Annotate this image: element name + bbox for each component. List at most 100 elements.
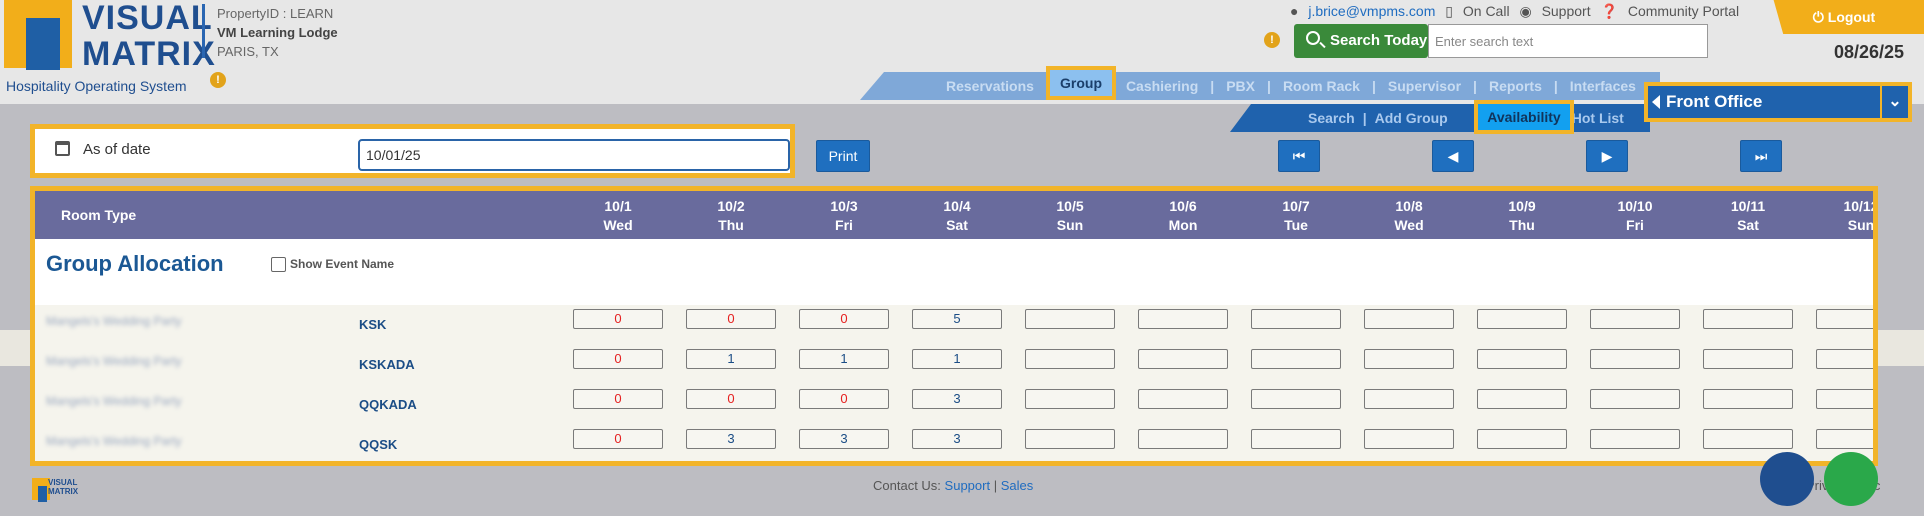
nav-group[interactable]: Group bbox=[1046, 66, 1116, 100]
help-chat-bubble[interactable] bbox=[1760, 452, 1814, 506]
support-link[interactable]: Support bbox=[1541, 3, 1591, 19]
subnav-add-group[interactable]: Add Group bbox=[1374, 110, 1448, 126]
last-page-button[interactable]: ⏭ bbox=[1740, 140, 1782, 172]
column-date: 10/6 bbox=[1169, 198, 1197, 214]
property-city: PARIS, TX bbox=[217, 44, 279, 59]
allocation-cell[interactable] bbox=[1590, 389, 1680, 409]
allocation-cell[interactable] bbox=[1703, 349, 1793, 369]
chat-bubble[interactable] bbox=[1824, 452, 1878, 506]
footer-sales-link[interactable]: Sales bbox=[1000, 478, 1034, 493]
allocation-cell[interactable] bbox=[1251, 309, 1341, 329]
group-name[interactable]: Mangels's Wedding Party bbox=[46, 394, 182, 408]
allocation-cell[interactable]: 0 bbox=[573, 309, 663, 329]
allocation-cell[interactable]: 1 bbox=[912, 349, 1002, 369]
next-page-button[interactable]: ▶ bbox=[1586, 140, 1628, 172]
footer-support-link[interactable]: Support bbox=[944, 478, 991, 493]
calendar-icon bbox=[55, 141, 70, 156]
show-event-name-label: Show Event Name bbox=[290, 257, 395, 271]
group-name[interactable]: Mangels's Wedding Party bbox=[46, 314, 182, 328]
allocation-cell[interactable]: 0 bbox=[799, 389, 889, 409]
logo-divider bbox=[202, 4, 205, 58]
column-date: 10/5 bbox=[1056, 198, 1084, 214]
allocation-cell[interactable] bbox=[1816, 349, 1873, 369]
show-event-name-checkbox[interactable] bbox=[271, 257, 286, 272]
info-icon[interactable]: ! bbox=[1264, 32, 1280, 48]
previous-page-button[interactable]: ◀ bbox=[1432, 140, 1474, 172]
subnav-hot-list[interactable]: Hot List bbox=[1571, 110, 1624, 126]
allocation-cell[interactable]: 0 bbox=[573, 389, 663, 409]
as-of-date-input[interactable] bbox=[358, 139, 790, 171]
allocation-cell[interactable]: 1 bbox=[686, 349, 776, 369]
allocation-cell[interactable] bbox=[1703, 309, 1793, 329]
allocation-cell[interactable] bbox=[1138, 309, 1228, 329]
nav-reservations[interactable]: Reservations bbox=[946, 78, 1034, 94]
allocation-cell[interactable] bbox=[1816, 309, 1873, 329]
subnav-availability[interactable]: Availability bbox=[1474, 100, 1574, 134]
on-call-link[interactable]: On Call bbox=[1462, 3, 1510, 19]
allocation-cell[interactable] bbox=[1138, 429, 1228, 449]
chevron-down-icon[interactable]: ⌄ bbox=[1880, 86, 1908, 118]
subnav-search[interactable]: Search bbox=[1308, 110, 1355, 126]
group-name[interactable]: Mangels's Wedding Party bbox=[46, 434, 182, 448]
allocation-cell[interactable] bbox=[1477, 389, 1567, 409]
allocation-cell[interactable] bbox=[1025, 389, 1115, 409]
user-email-link[interactable]: j.brice@vmpms.com bbox=[1308, 3, 1436, 19]
allocation-cell[interactable] bbox=[1364, 429, 1454, 449]
community-portal-link[interactable]: Community Portal bbox=[1627, 3, 1740, 19]
allocation-cell[interactable] bbox=[1703, 429, 1793, 449]
module-select[interactable]: Front Office ⌄ bbox=[1644, 82, 1912, 122]
as-of-date-panel: As of date bbox=[30, 124, 795, 178]
allocation-cell[interactable]: 0 bbox=[686, 309, 776, 329]
search-input[interactable] bbox=[1428, 24, 1708, 58]
allocation-cell[interactable]: 0 bbox=[573, 349, 663, 369]
allocation-cell[interactable] bbox=[1138, 389, 1228, 409]
allocation-cell[interactable]: 3 bbox=[686, 429, 776, 449]
allocation-cell[interactable] bbox=[1590, 309, 1680, 329]
allocation-cell[interactable] bbox=[1025, 349, 1115, 369]
first-page-button[interactable]: ⏮ bbox=[1278, 140, 1320, 172]
allocation-cell[interactable] bbox=[1364, 349, 1454, 369]
allocation-cell[interactable] bbox=[1477, 349, 1567, 369]
print-button[interactable]: Print bbox=[816, 140, 870, 172]
allocation-cell[interactable] bbox=[1025, 429, 1115, 449]
allocation-cell[interactable]: 3 bbox=[912, 389, 1002, 409]
allocation-cell[interactable] bbox=[1816, 389, 1873, 409]
allocation-cell[interactable] bbox=[1477, 309, 1567, 329]
group-name[interactable]: Mangels's Wedding Party bbox=[46, 354, 182, 368]
allocation-cell[interactable] bbox=[1477, 429, 1567, 449]
footer-contact: Contact Us: Support | Sales bbox=[873, 478, 1033, 493]
allocation-cell[interactable] bbox=[1251, 349, 1341, 369]
skip-back-icon: ⏮ bbox=[1292, 148, 1306, 164]
footer bbox=[0, 466, 1924, 516]
allocation-cell[interactable]: 1 bbox=[799, 349, 889, 369]
nav-pbx[interactable]: PBX bbox=[1226, 78, 1256, 94]
allocation-cell[interactable] bbox=[1703, 389, 1793, 409]
allocation-cell[interactable] bbox=[1025, 309, 1115, 329]
visual-matrix-logo[interactable]: VISUAL MATRIX Hospitality Operating Syst… bbox=[4, 0, 215, 94]
nav-room-rack[interactable]: Room Rack bbox=[1282, 78, 1360, 94]
allocation-cell[interactable] bbox=[1590, 429, 1680, 449]
nav-supervisor[interactable]: Supervisor bbox=[1387, 78, 1462, 94]
allocation-cell[interactable] bbox=[1590, 349, 1680, 369]
allocation-cell[interactable]: 5 bbox=[912, 309, 1002, 329]
allocation-cell[interactable] bbox=[1364, 309, 1454, 329]
allocation-cell[interactable] bbox=[1251, 389, 1341, 409]
info-icon[interactable]: ! bbox=[210, 72, 226, 88]
nav-cashiering[interactable]: Cashiering bbox=[1125, 78, 1199, 94]
search-today-button[interactable]: Search Today bbox=[1294, 24, 1428, 58]
allocation-cell[interactable]: 0 bbox=[573, 429, 663, 449]
nav-reports[interactable]: Reports bbox=[1488, 78, 1542, 94]
logout-button[interactable]: ⏻ Logout bbox=[1773, 0, 1924, 34]
allocation-cell[interactable] bbox=[1138, 349, 1228, 369]
allocation-cell[interactable]: 0 bbox=[686, 389, 776, 409]
allocation-cell[interactable] bbox=[1364, 389, 1454, 409]
allocation-cell[interactable] bbox=[1251, 429, 1341, 449]
logo-wordmark: VISUAL MATRIX bbox=[82, 0, 216, 72]
allocation-cell[interactable]: 0 bbox=[799, 309, 889, 329]
allocation-cell[interactable] bbox=[1816, 429, 1873, 449]
allocation-cell[interactable]: 3 bbox=[912, 429, 1002, 449]
allocation-cell[interactable]: 3 bbox=[799, 429, 889, 449]
nav-interfaces[interactable]: Interfaces bbox=[1569, 78, 1636, 94]
